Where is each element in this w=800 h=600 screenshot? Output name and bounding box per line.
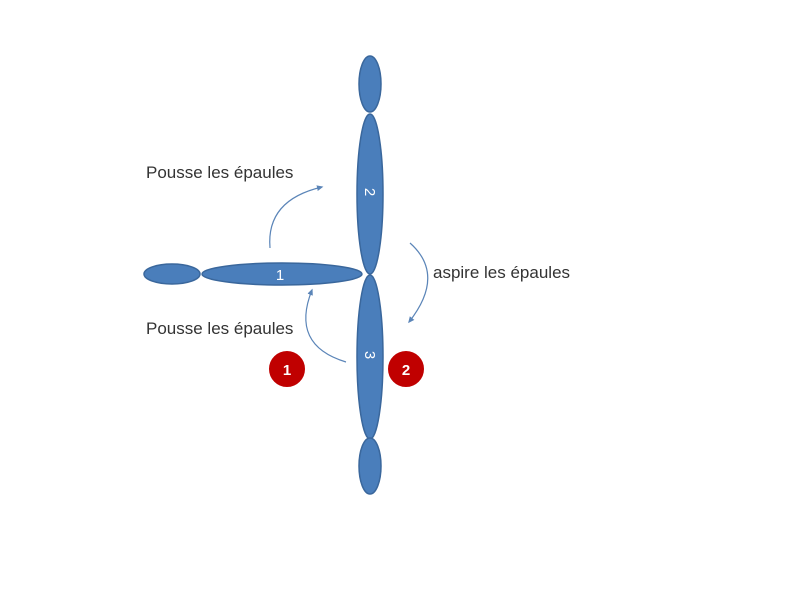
aspire-label: aspire les épaules xyxy=(433,263,570,282)
top-head-ellipse xyxy=(358,55,382,113)
segment-2-ellipse xyxy=(356,113,384,275)
bottom-head-ellipse xyxy=(358,437,382,495)
push-bottom-label: Pousse les épaules xyxy=(146,319,293,338)
push-up-arrow xyxy=(269,185,324,249)
segment-1-number: 1 xyxy=(276,267,284,284)
badge-2-circle xyxy=(386,349,426,389)
badge-2-number: 2 xyxy=(402,362,410,379)
segment-2-number: 2 xyxy=(361,188,378,196)
badge-1-number: 1 xyxy=(283,362,291,379)
badge-1: 1 xyxy=(267,349,307,389)
segment-1-ellipse xyxy=(201,262,363,286)
badge-2: 2 xyxy=(386,349,426,389)
left-head-ellipse xyxy=(143,263,201,285)
badge-1-circle xyxy=(267,349,307,389)
push-bottom-arrow xyxy=(305,288,347,363)
segment-3-number: 3 xyxy=(361,351,378,359)
push-top-label: Pousse les épaules xyxy=(146,163,293,182)
aspire-arrow xyxy=(408,242,429,324)
